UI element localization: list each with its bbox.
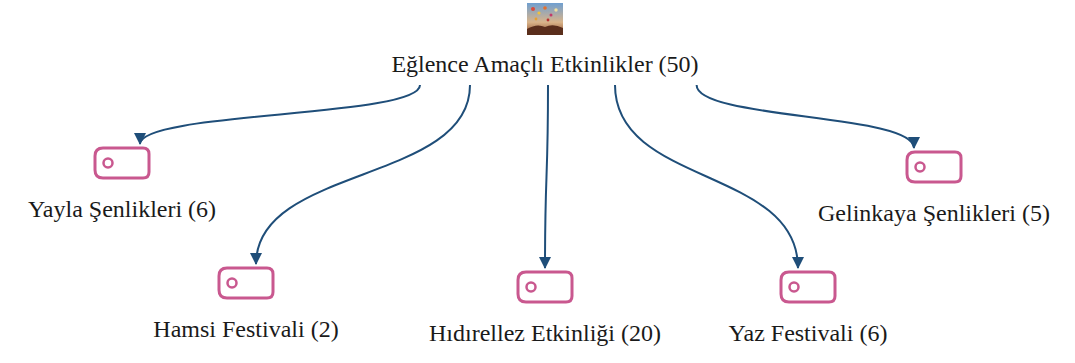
root-label: Eğlence Amaçlı Etkinlikler (50) [389, 49, 700, 79]
category-label: Hıdırellez Etkinliği (20) [427, 318, 663, 348]
tag-icon [516, 270, 574, 304]
category-label: Gelinkaya Şenlikleri (5) [816, 198, 1052, 228]
category-label: Yayla Şenlikleri (6) [26, 194, 218, 224]
category-node: Hıdırellez Etkinliği (20) [427, 270, 663, 348]
root-node: Eğlence Amaçlı Etkinlikler (50) [389, 3, 700, 79]
tag-icon [905, 150, 963, 184]
tag-icon [779, 270, 837, 304]
category-node: Yayla Şenlikleri (6) [26, 146, 218, 224]
category-label: Yaz Festivali (6) [727, 318, 890, 348]
tag-icon [217, 266, 275, 300]
arrow-connector [140, 85, 420, 144]
tag-icon [93, 146, 151, 180]
category-label: Hamsi Festivali (2) [151, 314, 340, 344]
photo-icon [527, 3, 563, 35]
category-node: Yaz Festivali (6) [727, 270, 890, 348]
category-node: Hamsi Festivali (2) [151, 266, 340, 344]
arrow-connector [545, 85, 548, 268]
category-node: Gelinkaya Şenlikleri (5) [816, 150, 1052, 228]
arrow-connector [256, 85, 470, 264]
arrow-connector [697, 85, 914, 148]
